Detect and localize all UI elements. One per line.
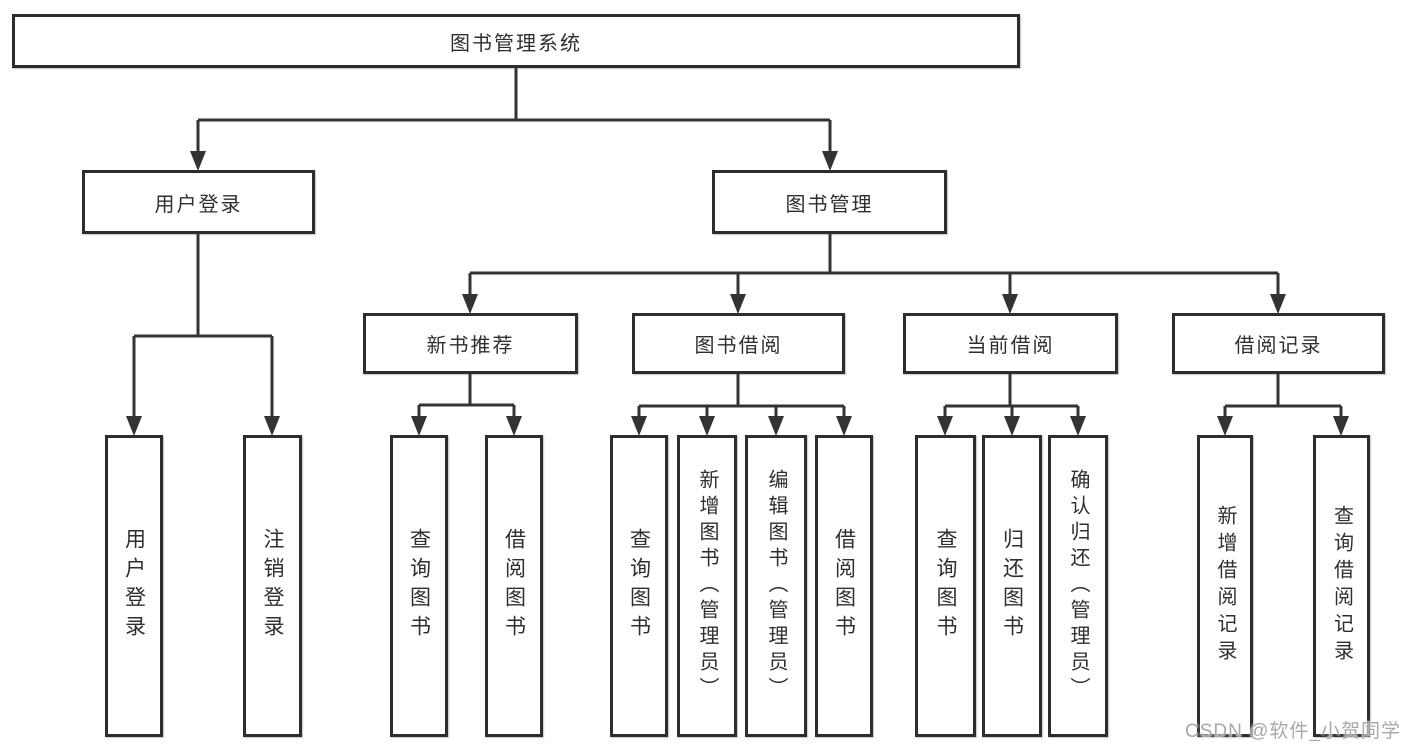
leaf-logout: 注销登录 [243, 435, 302, 737]
node-borrowing-records: 借阅记录 [1172, 313, 1385, 374]
node-book-borrowing: 图书借阅 [632, 313, 845, 374]
node-new-book-recommendation: 新书推荐 [363, 313, 578, 374]
node-root-system: 图书管理系统 [12, 14, 1020, 68]
leaf-borrow-book: 借阅图书 [815, 435, 873, 737]
node-book-management-branch: 图书管理 [712, 170, 947, 234]
leaf-query-borrow-record: 查询借阅记录 [1313, 435, 1370, 737]
leaf-borrow-book-recommend: 借阅图书 [485, 435, 543, 737]
leaf-query-book-current: 查询图书 [915, 435, 976, 737]
node-current-borrowing: 当前借阅 [903, 313, 1118, 374]
leaf-add-borrow-record: 新增借阅记录 [1197, 435, 1253, 737]
leaf-query-book-recommend: 查询图书 [390, 435, 448, 737]
leaf-query-book-borrowing: 查询图书 [610, 435, 668, 737]
leaf-edit-book-admin: 编辑图书（管理员） [745, 435, 807, 737]
leaf-confirm-return-admin: 确认归还（管理员） [1048, 435, 1108, 737]
leaf-add-book-admin: 新增图书（管理员） [677, 435, 737, 737]
csdn-watermark: CSDN @软件_小贺同学 [1185, 721, 1401, 742]
leaf-user-login: 用户登录 [105, 435, 163, 737]
leaf-return-book: 归还图书 [982, 435, 1042, 737]
node-user-login-branch: 用户登录 [82, 170, 315, 234]
